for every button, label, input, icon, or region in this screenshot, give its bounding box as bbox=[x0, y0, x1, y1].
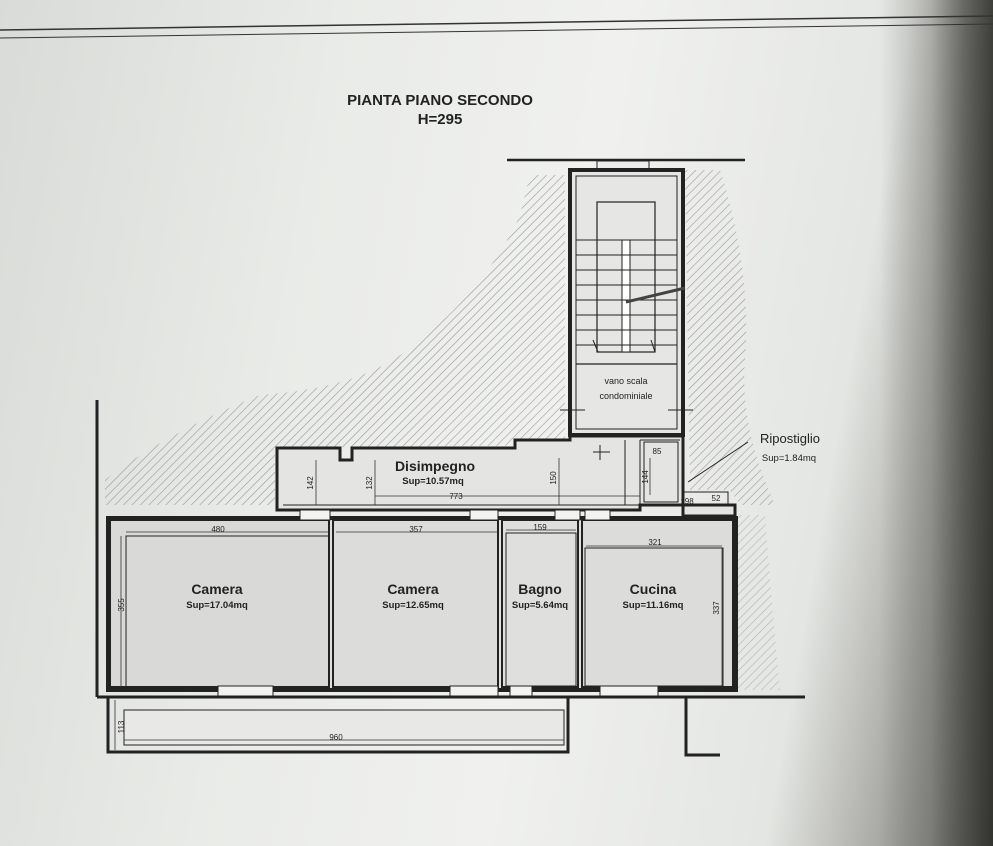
dim-159: 159 bbox=[533, 523, 547, 532]
camera1-area: Sup=17.04mq bbox=[186, 600, 248, 611]
dim-337: 337 bbox=[712, 601, 721, 615]
plan-title: PIANTA PIANO SECONDO bbox=[347, 92, 533, 109]
dim-321: 321 bbox=[648, 538, 662, 547]
bagno-label: Bagno bbox=[518, 581, 562, 597]
hatched-right-lower bbox=[735, 515, 780, 690]
stair-label-line1: vano scala bbox=[604, 376, 647, 386]
paper-fold-shadow bbox=[880, 0, 993, 846]
windows bbox=[217, 685, 659, 697]
stair-label-line2: condominiale bbox=[599, 391, 652, 401]
dimension-lines bbox=[114, 458, 723, 750]
dim-85: 85 bbox=[653, 447, 662, 456]
ripostiglio-walls bbox=[643, 441, 729, 507]
disimpegno-label: Disimpegno bbox=[395, 458, 475, 474]
dim-357: 357 bbox=[409, 525, 423, 534]
plan-height: H=295 bbox=[418, 111, 463, 128]
room-camera2 bbox=[332, 519, 499, 688]
dim-142: 142 bbox=[306, 476, 315, 490]
ripostiglio-area: Sup=1.84mq bbox=[762, 453, 816, 464]
dim-52: 52 bbox=[712, 494, 721, 503]
corridor-walls bbox=[275, 434, 737, 518]
dim-144: 144 bbox=[641, 470, 650, 484]
dim-960: 960 bbox=[329, 733, 343, 742]
dim-113: 113 bbox=[117, 720, 126, 733]
dim-480: 480 bbox=[211, 525, 225, 534]
cucina-label: Cucina bbox=[630, 581, 677, 597]
balcony bbox=[106, 697, 720, 757]
camera1-label: Camera bbox=[191, 581, 243, 597]
cucina-area: Sup=11.16mq bbox=[623, 600, 684, 611]
doors bbox=[299, 509, 611, 521]
bagno-area: Sup=5.64mq bbox=[512, 600, 568, 611]
hatched-side bbox=[685, 170, 775, 505]
ripostiglio-label: Ripostiglio bbox=[760, 431, 820, 446]
hatched-terrain bbox=[105, 175, 565, 505]
room-camera1 bbox=[109, 519, 330, 688]
dim-355: 355 bbox=[117, 598, 126, 612]
dim-150: 150 bbox=[549, 471, 558, 485]
dim-132: 132 bbox=[365, 476, 374, 490]
disimpegno-area: Sup=10.57mq bbox=[402, 476, 464, 487]
room-bagno bbox=[501, 519, 579, 688]
camera2-area: Sup=12.65mq bbox=[382, 600, 444, 611]
dim-773: 773 bbox=[449, 492, 463, 501]
corridor-inner bbox=[283, 439, 680, 506]
ripostiglio-leader bbox=[687, 441, 749, 483]
dim-198: 198 bbox=[680, 497, 694, 506]
camera2-label: Camera bbox=[387, 581, 439, 597]
stair-block bbox=[507, 158, 745, 437]
sheet-border bbox=[0, 15, 993, 39]
